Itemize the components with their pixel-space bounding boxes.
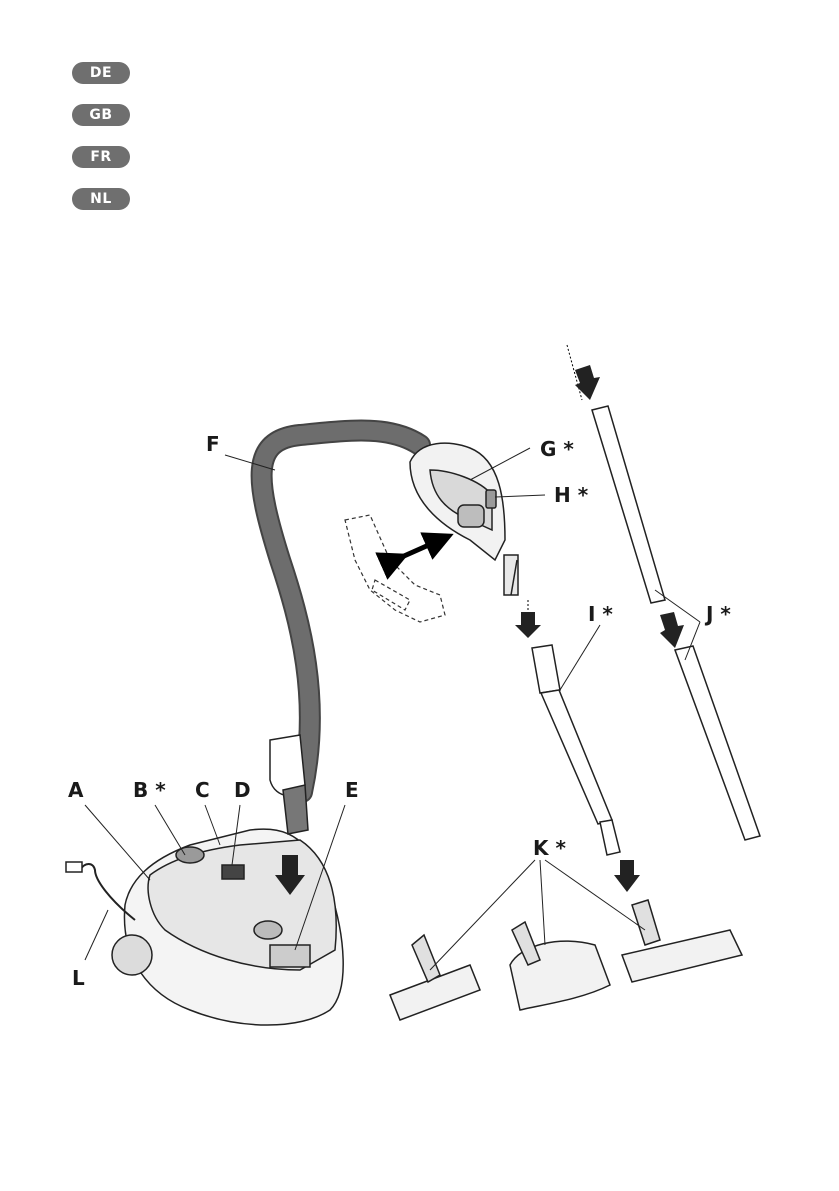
label-d: D xyxy=(234,778,251,802)
label-c: C xyxy=(195,778,210,802)
arrow-down-icon xyxy=(660,612,684,648)
vacuum-body xyxy=(112,829,343,1025)
hose-connector xyxy=(283,785,308,834)
label-j: J * xyxy=(704,602,731,626)
nozzle-combination xyxy=(622,900,742,982)
nozzle-floor-brush xyxy=(390,935,480,1020)
label-k: K * xyxy=(533,836,566,860)
nozzle-turbo-brush xyxy=(510,922,610,1010)
label-l: L xyxy=(72,966,85,990)
label-e: E xyxy=(345,778,359,802)
plug-icon xyxy=(66,862,82,872)
label-i: I * xyxy=(588,602,613,626)
label-b: B * xyxy=(133,778,166,802)
handle-alt-dashed xyxy=(345,515,445,622)
arrow-down-icon xyxy=(515,612,541,638)
label-h: H * xyxy=(554,483,589,507)
arrow-down-icon xyxy=(614,860,640,892)
double-arrow xyxy=(395,540,440,560)
arrow-down-icon xyxy=(575,365,600,400)
handle xyxy=(410,443,518,595)
label-f: F xyxy=(206,432,220,456)
label-g: G * xyxy=(540,437,574,461)
label-a: A xyxy=(68,778,84,802)
